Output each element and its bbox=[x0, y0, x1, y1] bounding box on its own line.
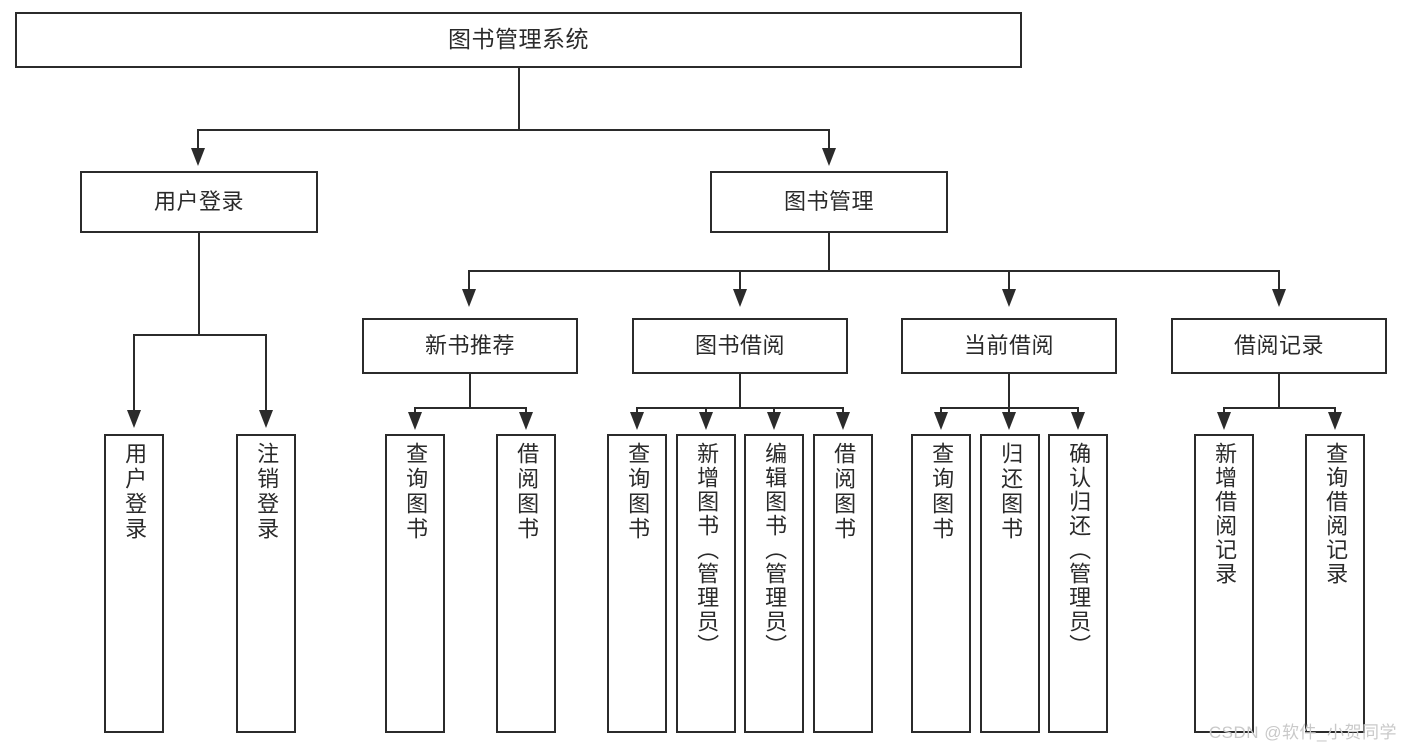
edge-level2-bus bbox=[197, 129, 830, 131]
node-label: 借阅记录 bbox=[1233, 333, 1324, 359]
node-label: 查询借阅记录 bbox=[1323, 442, 1349, 586]
node-label: 新书推荐 bbox=[424, 333, 515, 359]
node-label: 借阅图书 bbox=[514, 442, 540, 542]
arrowhead-leaf-nbr-2 bbox=[519, 412, 533, 430]
node-label: 查询图书 bbox=[625, 442, 651, 542]
arrowhead-leaf-user-login-2 bbox=[259, 410, 273, 428]
edge-user-login-stem bbox=[198, 233, 200, 335]
edge-borrow-record-bus bbox=[1223, 407, 1335, 409]
node-book-management[interactable]: 图书管理 bbox=[710, 171, 948, 233]
arrowhead-leaf-br-1 bbox=[1217, 412, 1231, 430]
edge-new-book-recommend-stem bbox=[469, 374, 471, 408]
node-label: 确认归还（管理员） bbox=[1066, 442, 1092, 658]
node-label: 查询图书 bbox=[403, 442, 429, 542]
arrowhead-leaf-cb-2 bbox=[1002, 412, 1016, 430]
node-book-borrow[interactable]: 图书借阅 bbox=[632, 318, 848, 374]
edge-drop-current-borrow bbox=[1008, 270, 1010, 292]
arrowhead-leaf-bb-2 bbox=[699, 412, 713, 430]
edge-drop-new-book-recommend bbox=[468, 270, 470, 292]
leaf-logout[interactable]: 注销登录 bbox=[236, 434, 296, 733]
node-label: 用户登录 bbox=[153, 189, 244, 215]
edge-root-stem bbox=[518, 68, 520, 130]
leaf-query-book-cb[interactable]: 查询图书 bbox=[911, 434, 971, 733]
node-user-login[interactable]: 用户登录 bbox=[80, 171, 318, 233]
arrowhead-leaf-user-login-1 bbox=[127, 410, 141, 428]
leaf-query-book-bb[interactable]: 查询图书 bbox=[607, 434, 667, 733]
node-label: 新增借阅记录 bbox=[1212, 442, 1238, 586]
node-label: 当前借阅 bbox=[963, 333, 1054, 359]
edge-book-borrow-stem bbox=[739, 374, 741, 408]
arrowhead-leaf-cb-1 bbox=[934, 412, 948, 430]
arrowhead-leaf-bb-1 bbox=[630, 412, 644, 430]
arrowhead-book-management bbox=[822, 148, 836, 166]
node-label: 借阅图书 bbox=[831, 442, 857, 542]
arrowhead-current-borrow bbox=[1002, 289, 1016, 307]
node-label: 查询图书 bbox=[929, 442, 955, 542]
edge-book-management-stem bbox=[828, 233, 830, 271]
arrowhead-leaf-bb-3 bbox=[767, 412, 781, 430]
edge-user-login-bus bbox=[133, 334, 265, 336]
leaf-borrow-book-nbr[interactable]: 借阅图书 bbox=[496, 434, 556, 733]
edge-new-book-recommend-bus bbox=[414, 407, 526, 409]
arrowhead-leaf-nbr-1 bbox=[408, 412, 422, 430]
node-label: 图书管理系统 bbox=[448, 26, 589, 53]
node-label: 编辑图书（管理员） bbox=[762, 442, 788, 658]
edge-drop-book-borrow bbox=[739, 270, 741, 292]
arrowhead-leaf-cb-3 bbox=[1071, 412, 1085, 430]
leaf-confirm-return-admin[interactable]: 确认归还（管理员） bbox=[1048, 434, 1108, 733]
node-label: 用户登录 bbox=[122, 442, 148, 542]
leaf-borrow-book-bb[interactable]: 借阅图书 bbox=[813, 434, 873, 733]
node-label: 新增图书（管理员） bbox=[694, 442, 720, 658]
edge-current-borrow-stem bbox=[1008, 374, 1010, 408]
edge-drop-leaf-user-login-1 bbox=[133, 334, 135, 414]
arrowhead-user-login bbox=[191, 148, 205, 166]
arrowhead-leaf-br-2 bbox=[1328, 412, 1342, 430]
leaf-add-borrow-record[interactable]: 新增借阅记录 bbox=[1194, 434, 1254, 733]
edge-drop-borrow-record bbox=[1278, 270, 1280, 292]
edge-borrow-record-stem bbox=[1278, 374, 1280, 408]
leaf-edit-book-admin[interactable]: 编辑图书（管理员） bbox=[744, 434, 804, 733]
node-new-book-recommend[interactable]: 新书推荐 bbox=[362, 318, 578, 374]
node-root-library-management-system[interactable]: 图书管理系统 bbox=[15, 12, 1022, 68]
leaf-return-book[interactable]: 归还图书 bbox=[980, 434, 1040, 733]
node-label: 归还图书 bbox=[998, 442, 1024, 542]
leaf-query-book-nbr[interactable]: 查询图书 bbox=[385, 434, 445, 733]
leaf-query-borrow-record[interactable]: 查询借阅记录 bbox=[1305, 434, 1365, 733]
arrowhead-book-borrow bbox=[733, 289, 747, 307]
leaf-user-login[interactable]: 用户登录 bbox=[104, 434, 164, 733]
arrowhead-leaf-bb-4 bbox=[836, 412, 850, 430]
leaf-add-book-admin[interactable]: 新增图书（管理员） bbox=[676, 434, 736, 733]
node-current-borrow[interactable]: 当前借阅 bbox=[901, 318, 1117, 374]
edge-level3-bus bbox=[468, 270, 1280, 272]
arrowhead-new-book-recommend bbox=[462, 289, 476, 307]
node-label: 图书借阅 bbox=[694, 333, 785, 359]
arrowhead-borrow-record bbox=[1272, 289, 1286, 307]
edge-drop-user-login bbox=[197, 129, 199, 151]
edge-drop-book-management bbox=[828, 129, 830, 151]
edge-book-borrow-bus bbox=[636, 407, 843, 409]
edge-drop-leaf-user-login-2 bbox=[265, 334, 267, 414]
node-label: 注销登录 bbox=[254, 442, 280, 542]
node-borrow-record[interactable]: 借阅记录 bbox=[1171, 318, 1387, 374]
node-label: 图书管理 bbox=[783, 189, 874, 215]
